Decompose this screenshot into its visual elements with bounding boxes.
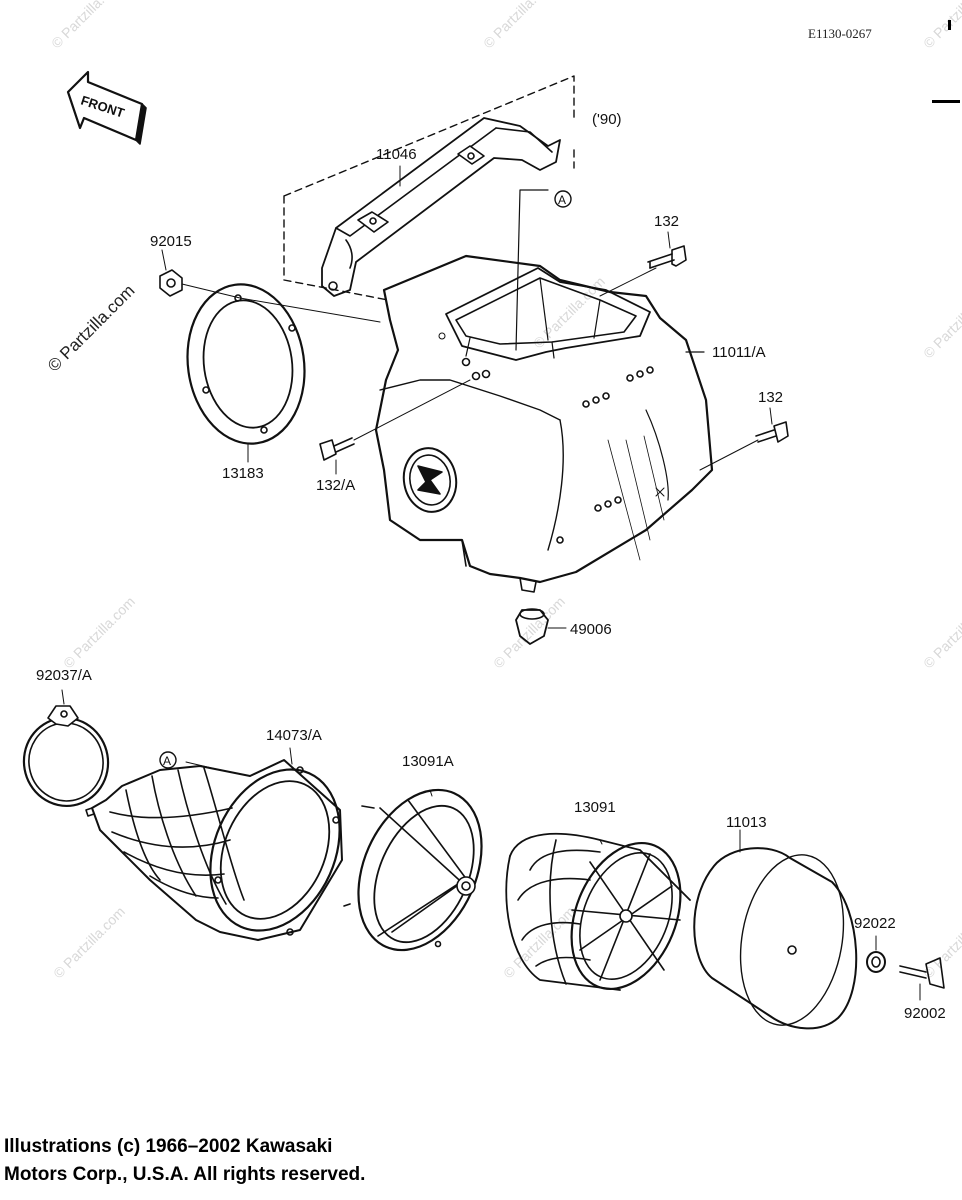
label-132-top: 132 — [654, 213, 680, 230]
label-11011a: 11011/A — [712, 344, 766, 361]
label-132-right: 132 — [758, 389, 784, 406]
bracket-11046 — [321, 117, 561, 297]
grommet-49006 — [515, 608, 567, 645]
wingbolt-92002 — [899, 957, 945, 1001]
label-92015: 92015 — [150, 233, 192, 250]
nut-92015 — [159, 269, 381, 323]
dashed-bracket-outline — [283, 75, 575, 301]
front-label: FRONT — [79, 93, 126, 121]
bolt-132-right — [699, 407, 789, 471]
label-92002: 92002 — [904, 1005, 946, 1022]
leader-ref-a — [515, 189, 549, 351]
edge-mark — [948, 20, 951, 30]
copyright-line-1: Illustrations (c) 1966–2002 Kawasaki — [4, 1136, 333, 1157]
svg-text:A: A — [558, 193, 566, 207]
label-14073a: 14073/A — [266, 727, 322, 744]
label-13183: 13183 — [222, 465, 264, 482]
label-92037a: 92037/A — [36, 667, 92, 684]
edge-mark — [932, 100, 960, 103]
label-11013: 11013 — [726, 814, 767, 831]
front-arrow-icon: FRONT — [66, 70, 147, 145]
frame-13091 — [505, 832, 691, 991]
label-92022: 92022 — [854, 915, 896, 932]
bolt-132-top — [599, 231, 687, 297]
washer-92022 — [866, 935, 886, 973]
label-13091a: 13091A — [402, 753, 454, 770]
label-11046: 11046 — [376, 146, 417, 163]
gasket-13183 — [186, 283, 306, 463]
clamp-92037a — [22, 689, 110, 808]
label-132a: 132/A — [316, 477, 356, 494]
bolt-132a — [319, 379, 471, 475]
svg-text:A: A — [163, 754, 171, 768]
label-49006: 49006 — [570, 621, 612, 638]
label-13091: 13091 — [574, 799, 616, 816]
copyright: Illustrations (c) 1966–2002 Kawasaki Mot… — [4, 1133, 365, 1189]
diagram-code: E1130-0267 — [808, 26, 872, 41]
duct-14073a — [85, 747, 343, 941]
year-note: ('90) — [592, 111, 622, 128]
element-11013 — [693, 829, 858, 1030]
holder-13091a — [343, 788, 483, 952]
copyright-line-2: Motors Corp., U.S.A. All rights reserved… — [4, 1164, 366, 1185]
airbox-11011a — [374, 254, 714, 593]
